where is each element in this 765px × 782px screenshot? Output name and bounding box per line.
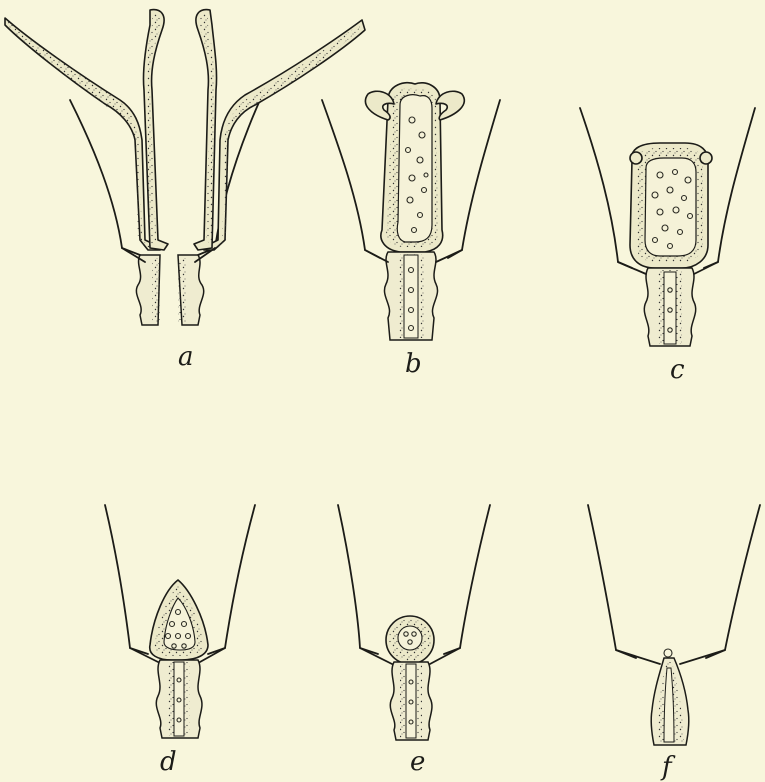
panel-a: a [5,10,365,372]
panel-e: e [338,505,490,777]
panel-d-label: d [160,747,177,777]
panel-f-label: f [660,752,676,782]
panel-b-inner-cavity [397,95,432,242]
panel-a-label: a [178,342,194,372]
panel-f-cup-outline [588,505,760,658]
panel-b: b [322,83,500,379]
panel-e-label: e [410,747,425,777]
panel-d: d [105,505,255,777]
panel-c-left-knob [630,152,642,164]
panel-a-stalk [136,255,203,325]
panel-c-label: c [670,355,685,385]
panel-f-tip [664,649,672,657]
panel-e-inner-cavity [398,626,422,650]
panel-c: c [580,108,755,385]
panel-f: f [588,505,760,782]
panel-c-right-knob [700,152,712,164]
panel-b-label: b [405,349,422,379]
